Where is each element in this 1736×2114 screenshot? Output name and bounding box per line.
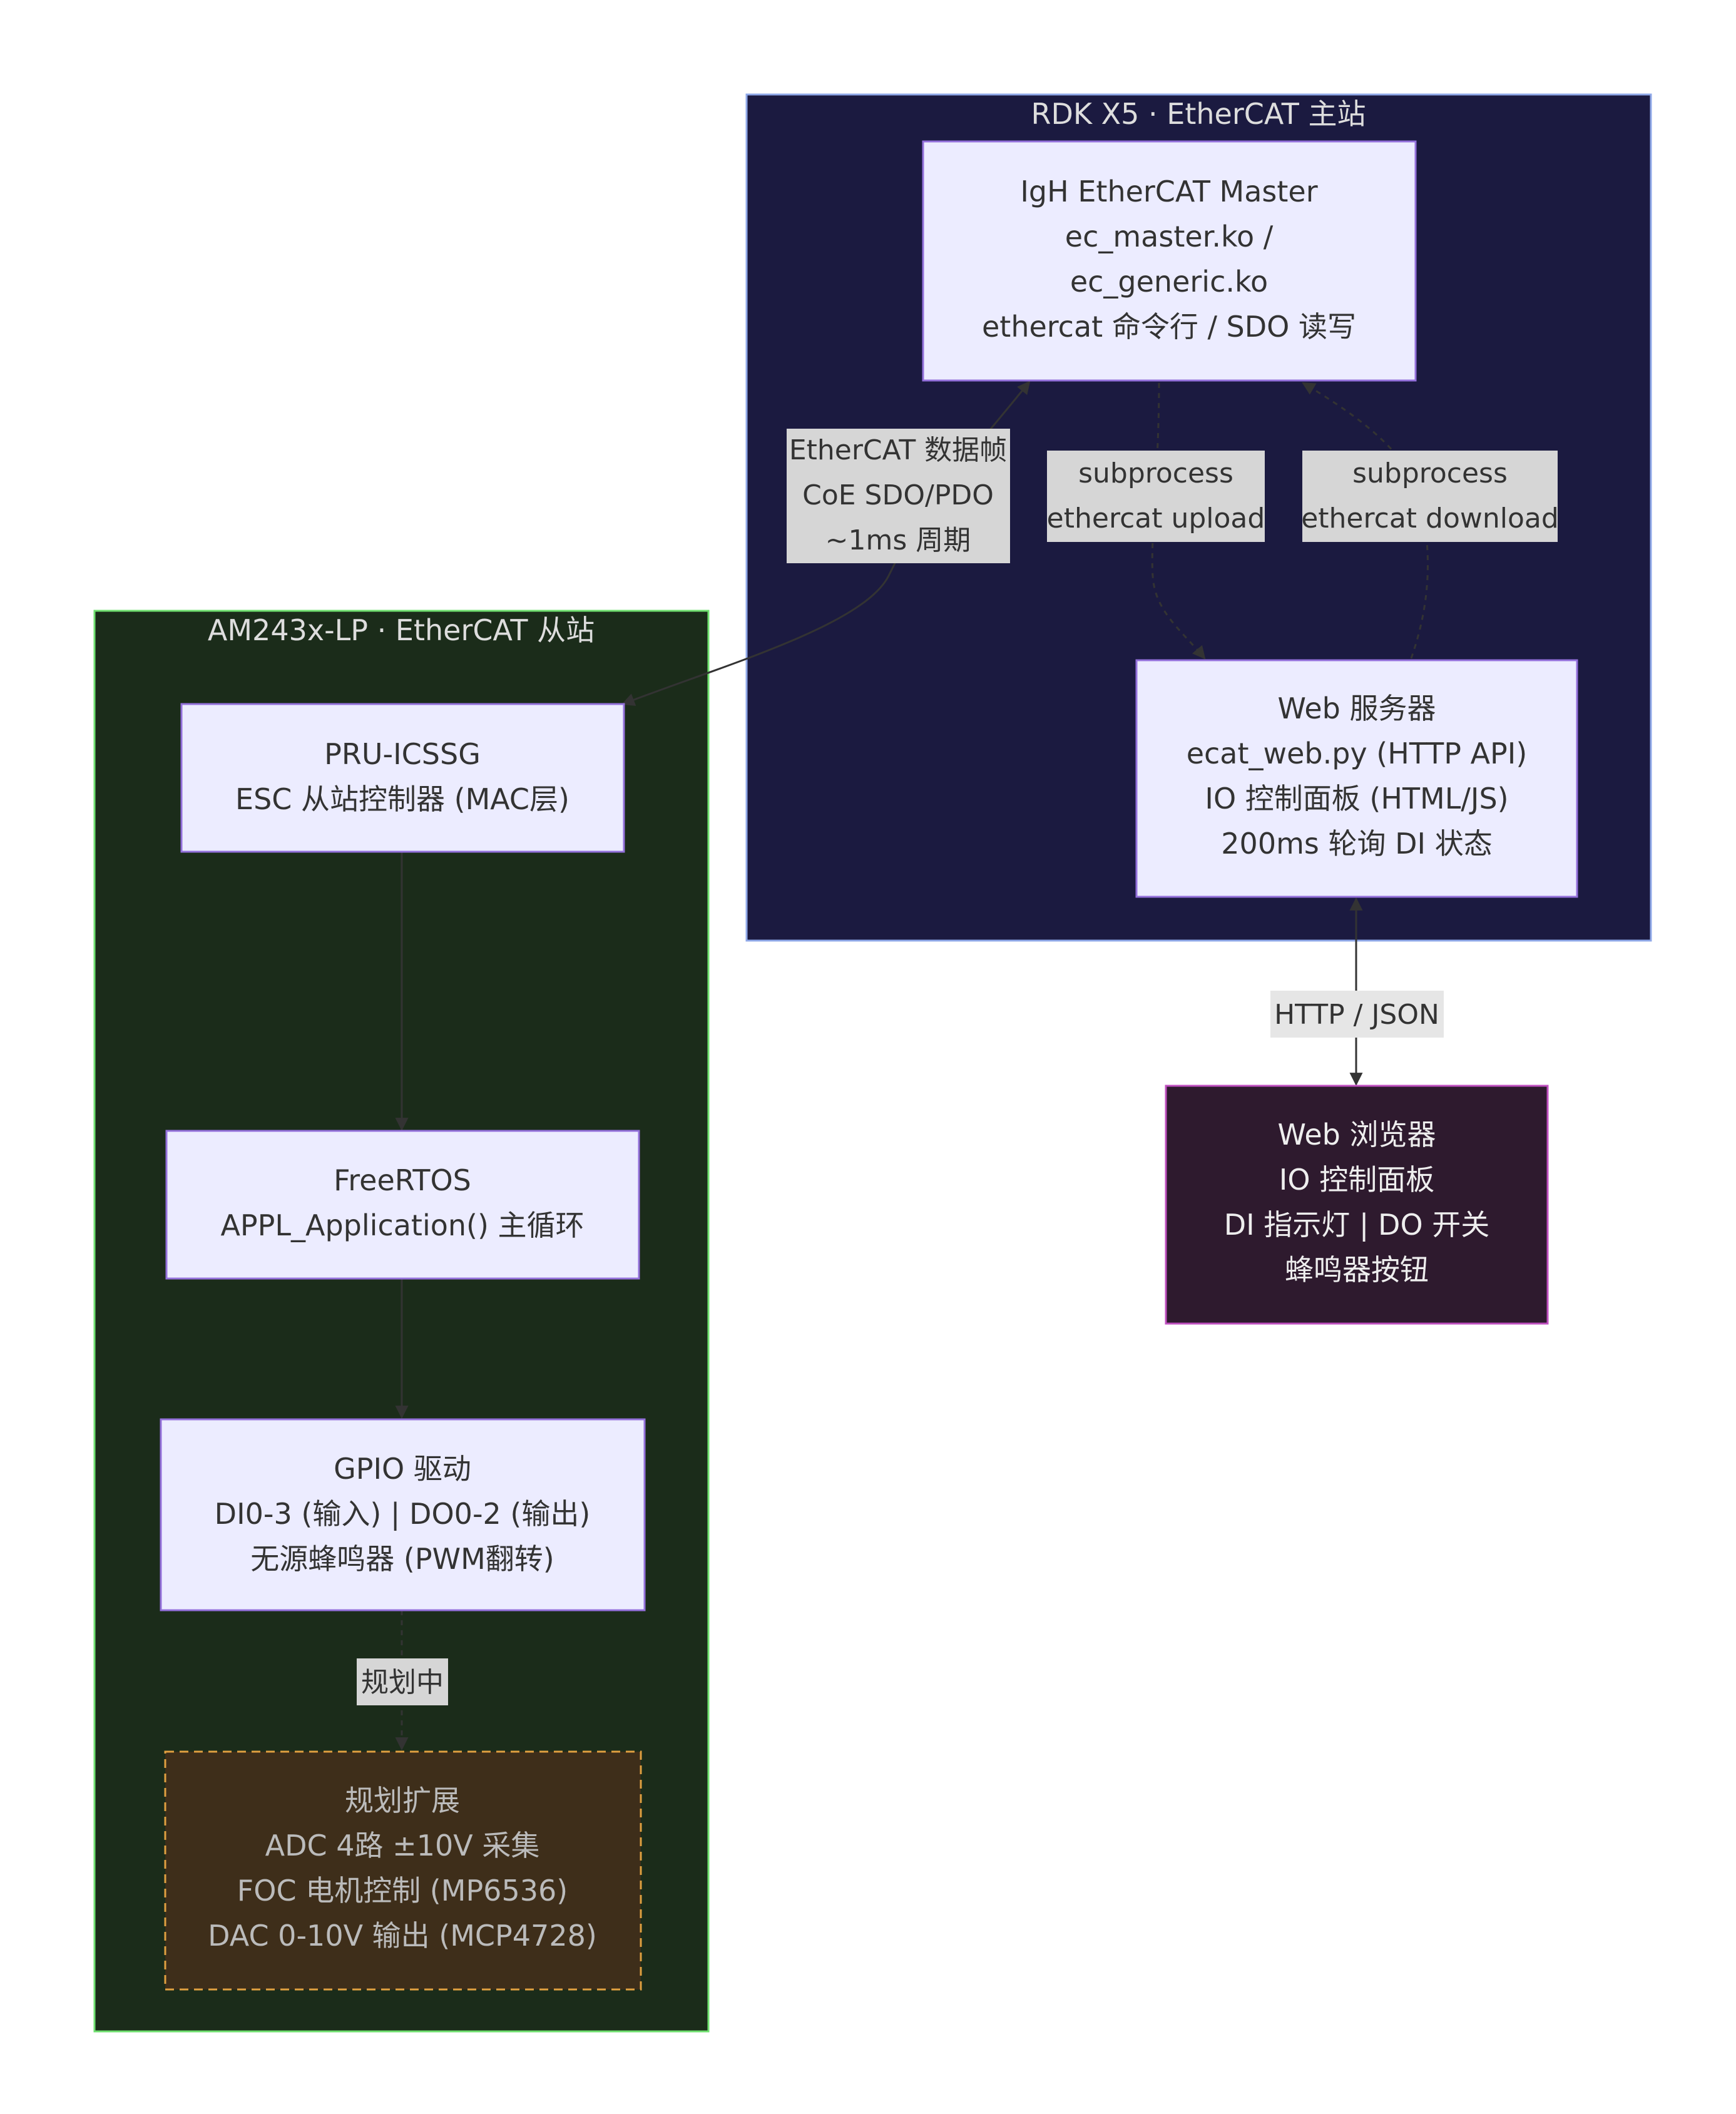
nodes-web-lines-3: 200ms 轮询 DI 状态 xyxy=(1221,827,1492,860)
node-web-server-box xyxy=(1135,659,1578,898)
master-group-title: RDK X5 · EtherCAT 主站 xyxy=(1031,97,1366,131)
edge-label-ethercat-text: EtherCAT 数据帧 CoE SDO/PDO ~1ms 周期 xyxy=(789,434,1007,556)
nodes-gpio-lines-0: GPIO 驱动 xyxy=(334,1452,471,1486)
node-igh-master-text: IgH EtherCAT Master ec_master.ko / ec_gene… xyxy=(982,175,1356,344)
node-web-browser-text: Web 浏览器 IO 控制面板 DI 指示灯 | DO 开关蜂鸣器按钮 xyxy=(1224,1118,1490,1287)
nodes-browser-lines-2: DI 指示灯 | DO 开关 xyxy=(1224,1208,1490,1242)
node-igh-master[interactable]: IgH EtherCAT Master ec_master.ko / ec_gene… xyxy=(922,140,1417,382)
nodes-rtos-lines-1: APPL_Application() 主循环 xyxy=(220,1208,584,1242)
edge-label-planning: 规划中 xyxy=(357,1658,448,1705)
edges-download-lines-0: subprocess xyxy=(1352,457,1508,489)
edge-label-planning-text: 规划中 xyxy=(361,1667,444,1698)
edge-label-http-bg xyxy=(1270,991,1444,1038)
nodes-web-lines-0: Web 服务器 xyxy=(1278,692,1436,725)
edge-label-ethercat-bg xyxy=(787,429,1010,563)
nodes-plan-lines-3: DAC 0-10V 输出 (MCP4728) xyxy=(208,1919,597,1953)
node-web-server[interactable]: Web 服务器 ecat_web.py (HTTP API) IO 控制面板 (HT… xyxy=(1135,659,1578,898)
node-pru-icssg[interactable]: PRU-ICSSG ESC 从站控制器 (MAC层) xyxy=(180,703,625,853)
nodes-gpio-lines-1: DI0-3 (输入) | DO0-2 (输出) xyxy=(215,1497,591,1531)
node-web-server-text: Web 服务器 ecat_web.py (HTTP API) IO 控制面板 (HT… xyxy=(1187,692,1528,860)
edge-label-http: HTTP / JSON xyxy=(1270,991,1444,1038)
nodes-rtos-lines-0: FreeRTOS xyxy=(334,1163,471,1197)
node-pru-icssg-text: PRU-ICSSG ESC 从站控制器 (MAC层) xyxy=(235,737,569,816)
nodes-web-lines-1: ecat_web.py (HTTP API) xyxy=(1187,737,1528,770)
nodes-plan-lines-2: FOC 电机控制 (MP6536) xyxy=(237,1874,568,1907)
node-web-browser-box xyxy=(1165,1085,1549,1325)
edge-label-download: subprocess ethercat download xyxy=(1301,451,1559,542)
nodes-igh-lines-1: ec_master.ko / xyxy=(1065,220,1274,253)
node-web-browser[interactable]: Web 浏览器 IO 控制面板 DI 指示灯 | DO 开关蜂鸣器按钮 xyxy=(1165,1085,1549,1325)
edges-upload-lines-0: subprocess xyxy=(1078,457,1233,489)
edge-label-ethercat: EtherCAT 数据帧 CoE SDO/PDO ~1ms 周期 xyxy=(787,429,1010,563)
edges-ethercat-lines-0: EtherCAT 数据帧 xyxy=(789,434,1007,466)
nodes-igh-lines-3: ethercat 命令行 / SDO 读写 xyxy=(982,310,1356,344)
edge-label-upload-bg xyxy=(1047,451,1265,542)
edges-planning-lines-0: 规划中 xyxy=(361,1667,444,1698)
node-igh-master-box xyxy=(922,140,1417,382)
edges-upload-lines-1: ethercat upload xyxy=(1047,503,1265,534)
nodes-pru-lines-1: ESC 从站控制器 (MAC层) xyxy=(235,782,569,816)
node-planned-extension-box xyxy=(164,1750,642,1991)
nodes-pru-lines-0: PRU-ICSSG xyxy=(324,737,481,771)
nodes-plan-lines-0: 规划扩展 xyxy=(345,1784,460,1817)
edge-label-download-bg xyxy=(1302,451,1558,542)
edge-label-upload-text: subprocess ethercat upload xyxy=(1047,457,1265,534)
edges-download-lines-1: ethercat download xyxy=(1301,503,1559,534)
node-freertos-text: FreeRTOS APPL_Application() 主循环 xyxy=(220,1163,584,1242)
edge-label-http-text: HTTP / JSON xyxy=(1274,999,1439,1031)
node-gpio-driver-box xyxy=(160,1418,646,1611)
nodes-plan-lines-1: ADC 4路 ±10V 采集 xyxy=(265,1829,540,1862)
nodes-igh-lines-2: ec_generic.ko xyxy=(1070,265,1268,299)
nodes-browser-lines-0: Web 浏览器 xyxy=(1278,1118,1436,1151)
edges-ethercat-lines-1: CoE SDO/PDO xyxy=(802,479,994,511)
nodes-browser-lines-3: 蜂鸣器按钮 xyxy=(1285,1253,1429,1287)
nodes-web-lines-2: IO 控制面板 (HTML/JS) xyxy=(1205,782,1508,815)
node-planned-extension-text: 规划扩展 ADC 4路 ±10V 采集 FOC 电机控制 (MP6536) DAC 0… xyxy=(208,1784,597,1953)
edge-label-upload: subprocess ethercat upload xyxy=(1047,451,1265,542)
node-freertos-box xyxy=(165,1130,640,1280)
node-freertos[interactable]: FreeRTOS APPL_Application() 主循环 xyxy=(165,1130,640,1280)
edges-http-lines-0: HTTP / JSON xyxy=(1274,999,1439,1031)
node-gpio-driver[interactable]: GPIO 驱动 DI0-3 (输入) | DO0-2 (输出) 无源蜂鸣器 (PWM… xyxy=(160,1418,646,1611)
edge-label-planning-bg xyxy=(357,1658,448,1705)
nodes-igh-lines-0: IgH EtherCAT Master xyxy=(1020,175,1317,208)
slave-group-title: AM243x-LP · EtherCAT 从站 xyxy=(208,613,595,647)
node-gpio-driver-text: GPIO 驱动 DI0-3 (输入) | DO0-2 (输出) 无源蜂鸣器 (PWM… xyxy=(215,1452,591,1576)
node-planned-extension[interactable]: 规划扩展 ADC 4路 ±10V 采集 FOC 电机控制 (MP6536) DAC 0… xyxy=(164,1750,642,1991)
nodes-gpio-lines-2: 无源蜂鸣器 (PWM翻转) xyxy=(250,1542,554,1576)
edges-ethercat-lines-2: ~1ms 周期 xyxy=(825,524,971,556)
edge-label-download-text: subprocess ethercat download xyxy=(1301,457,1559,534)
nodes-browser-lines-1: IO 控制面板 xyxy=(1279,1163,1434,1197)
node-pru-icssg-box xyxy=(180,703,625,853)
